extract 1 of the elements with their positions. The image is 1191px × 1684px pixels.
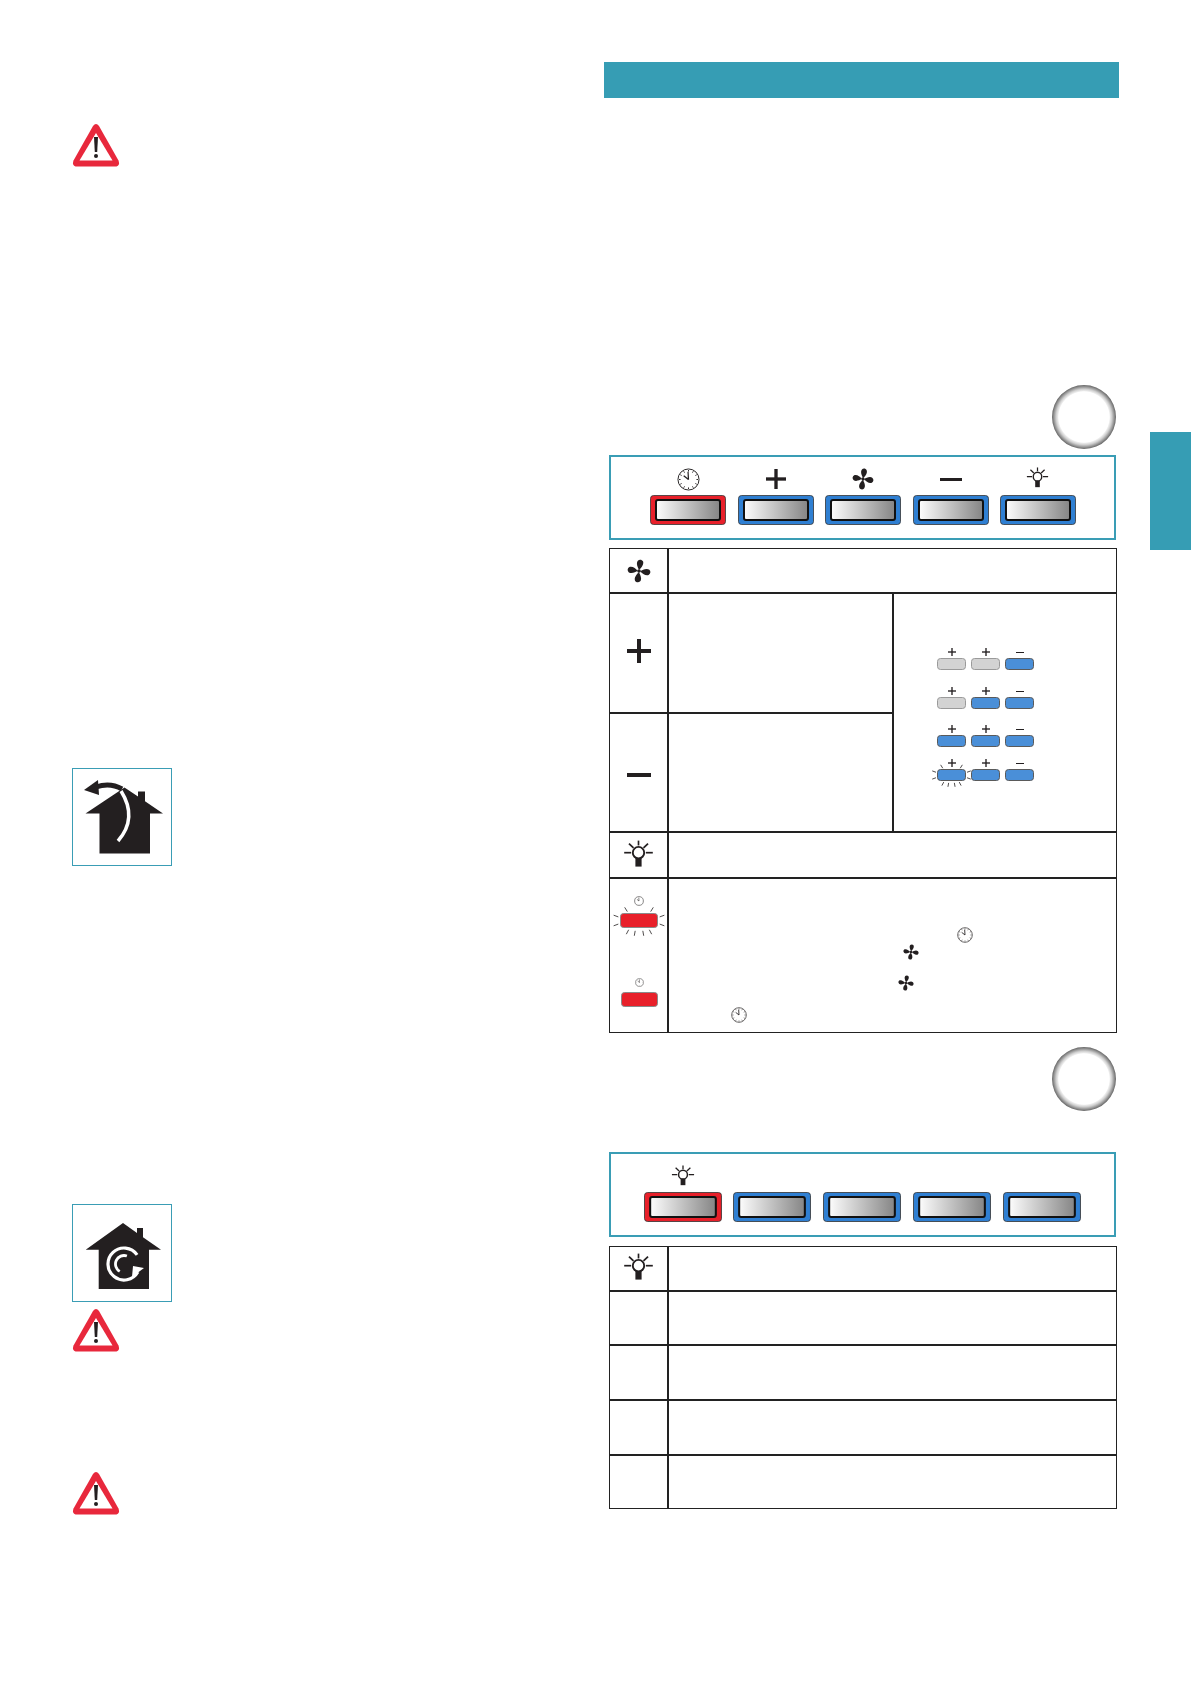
side-tab xyxy=(1150,432,1191,550)
